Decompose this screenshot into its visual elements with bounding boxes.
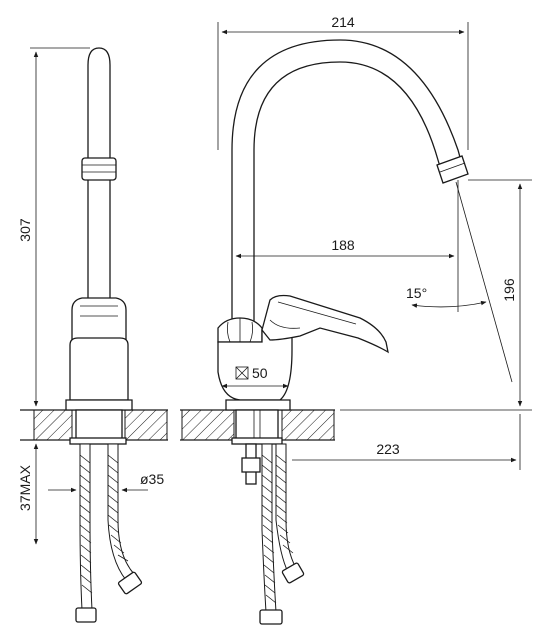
lever-size-label: 50: [252, 365, 268, 381]
front-spout: [231, 39, 465, 331]
countertop-right-a: [181, 409, 235, 441]
countertop-left: [33, 409, 73, 441]
side-body: [69, 337, 129, 401]
side-hose-left: [79, 443, 93, 611]
side-aerator: [81, 157, 117, 181]
hole-diameter-label: ø35: [140, 471, 164, 487]
spout-reach-label: 214: [331, 14, 355, 30]
swivel-angle-label: 15°: [406, 285, 427, 301]
countertop-right-b: [281, 409, 335, 441]
front-lever: [261, 294, 389, 354]
side-lever: [71, 297, 127, 341]
lever-size-symbol: [235, 366, 249, 380]
spout-height-label: 196: [501, 278, 517, 302]
front-view: 214 188 15° 196 223 50: [180, 14, 532, 625]
side-hose-right: [107, 443, 135, 581]
front-aerator: [436, 155, 469, 184]
side-base: [65, 399, 133, 411]
max-thickness-label: 37MAX: [17, 464, 33, 511]
side-view: 307 37MAX ø35: [17, 47, 168, 623]
outlet-offset-label: 223: [376, 441, 400, 457]
spout-inner-reach-label: 188: [331, 237, 355, 253]
overall-height-label: 307: [17, 218, 33, 242]
front-hose-left: [261, 443, 277, 613]
countertop-left-2: [124, 409, 168, 441]
